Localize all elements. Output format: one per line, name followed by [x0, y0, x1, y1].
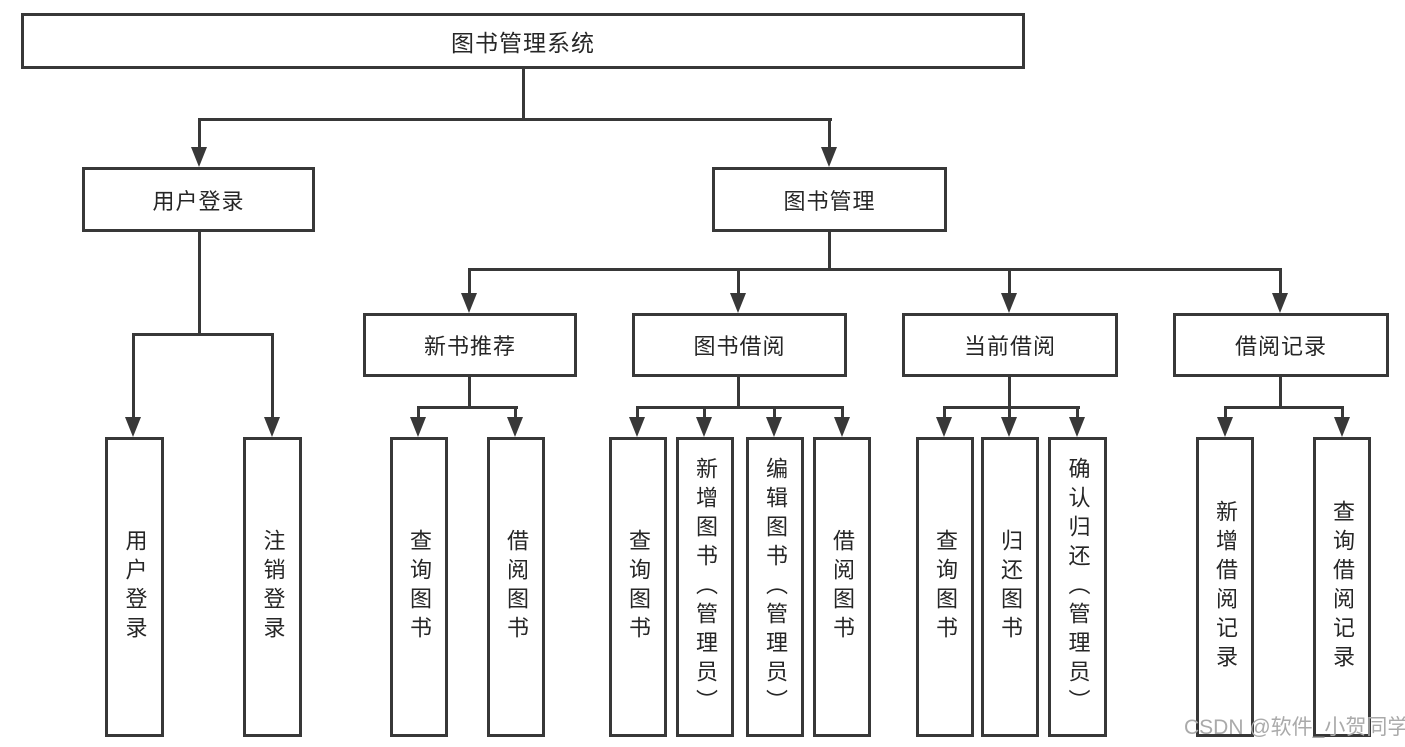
- arrowhead-down: [1334, 417, 1350, 437]
- arrowhead-down: [410, 417, 426, 437]
- connector-line: [468, 268, 471, 298]
- arrowhead-down: [507, 417, 523, 437]
- arrowhead-down: [629, 417, 645, 437]
- node-book-management: 图书管理: [712, 167, 947, 232]
- node-label: 用户登录: [152, 188, 245, 214]
- arrowhead-down: [766, 417, 782, 437]
- arrowhead-down: [696, 417, 712, 437]
- connector-line: [1224, 406, 1227, 421]
- node-label: 图书管理: [783, 188, 876, 214]
- leaf-label: 借阅图书: [830, 529, 855, 645]
- leaf-borrow-edit-books-admin: 编辑图书（管理员）: [746, 437, 804, 737]
- connector-line: [636, 406, 639, 421]
- connector-line: [737, 377, 740, 409]
- leaf-borrow-add-books-admin: 新增图书（管理员）: [676, 437, 734, 737]
- arrowhead-down: [1001, 293, 1017, 313]
- connector-line: [773, 406, 776, 421]
- connector-line: [1008, 268, 1011, 298]
- leaf-label: 确认归还（管理员）: [1065, 456, 1091, 718]
- csdn-watermark: CSDN @软件_小贺同学: [1184, 716, 1405, 739]
- leaf-current-confirm-return-admin: 确认归还（管理员）: [1048, 437, 1107, 737]
- node-label: 图书借阅: [693, 334, 786, 359]
- connector-line: [198, 118, 201, 151]
- arrowhead-down: [1272, 293, 1288, 313]
- connector-line: [198, 232, 201, 336]
- leaf-label: 查询借阅记录: [1330, 500, 1355, 674]
- node-current-borrow: 当前借阅: [902, 313, 1118, 377]
- leaf-records-add-record: 新增借阅记录: [1196, 437, 1254, 737]
- leaf-borrow-query-books: 查询图书: [609, 437, 667, 737]
- node-label: 借阅记录: [1234, 334, 1327, 359]
- connector-line: [1076, 406, 1079, 421]
- arrowhead-down: [264, 417, 280, 437]
- arrowhead-down: [1069, 417, 1085, 437]
- connector-line: [1341, 406, 1344, 421]
- node-book-borrow: 图书借阅: [632, 313, 847, 377]
- arrowhead-down: [461, 293, 477, 313]
- connector-line: [636, 406, 844, 409]
- node-user-login: 用户登录: [82, 167, 315, 232]
- connector-line: [1224, 406, 1344, 409]
- leaf-label: 查询图书: [407, 529, 432, 645]
- leaf-label: 查询图书: [626, 529, 651, 645]
- connector-line: [943, 406, 1080, 409]
- node-borrow-records: 借阅记录: [1173, 313, 1389, 377]
- node-label: 图书管理系统: [451, 30, 595, 56]
- leaf-current-query-books: 查询图书: [916, 437, 974, 737]
- leaf-label: 用户登录: [122, 529, 148, 645]
- leaf-borrow-borrow-books: 借阅图书: [813, 437, 871, 737]
- connector-line: [417, 406, 420, 421]
- connector-line: [703, 406, 706, 421]
- leaf-records-query-record: 查询借阅记录: [1313, 437, 1371, 737]
- connector-line: [417, 406, 518, 409]
- connector-line: [132, 333, 273, 336]
- arrowhead-down: [834, 417, 850, 437]
- leaf-label: 借阅图书: [504, 529, 529, 645]
- arrowhead-down: [936, 417, 952, 437]
- leaf-current-return-books: 归还图书: [981, 437, 1039, 737]
- arrowhead-down: [821, 147, 837, 167]
- node-library-management-system: 图书管理系统: [21, 13, 1025, 69]
- leaf-label: 归还图书: [998, 529, 1023, 645]
- arrowhead-down: [191, 147, 207, 167]
- leaf-user-login: 用户登录: [105, 437, 164, 737]
- leaf-label: 新增借阅记录: [1213, 500, 1238, 674]
- arrowhead-down: [125, 417, 141, 437]
- connector-line: [828, 118, 831, 151]
- connector-line: [737, 268, 740, 298]
- node-label: 当前借阅: [963, 334, 1056, 359]
- leaf-logout: 注销登录: [243, 437, 302, 737]
- connector-line: [198, 118, 832, 121]
- leaf-recommend-borrow-books: 借阅图书: [487, 437, 545, 737]
- connector-line: [514, 406, 517, 421]
- leaf-recommend-query-books: 查询图书: [390, 437, 448, 737]
- node-new-book-recommend: 新书推荐: [363, 313, 577, 377]
- connector-line: [271, 333, 274, 421]
- connector-line: [522, 69, 525, 120]
- arrowhead-down: [730, 293, 746, 313]
- connector-line: [828, 232, 831, 271]
- connector-line: [1008, 377, 1011, 409]
- connector-line: [468, 377, 471, 409]
- connector-line: [943, 406, 946, 421]
- connector-line: [1279, 377, 1282, 409]
- connector-line: [1008, 406, 1011, 421]
- connector-line: [841, 406, 844, 421]
- connector-line: [468, 268, 1282, 271]
- leaf-label: 注销登录: [260, 529, 286, 645]
- connector-line: [132, 333, 135, 421]
- node-label: 新书推荐: [423, 334, 516, 359]
- arrowhead-down: [1001, 417, 1017, 437]
- leaf-label: 新增图书（管理员）: [693, 456, 718, 718]
- arrowhead-down: [1217, 417, 1233, 437]
- leaf-label: 编辑图书（管理员）: [763, 456, 788, 718]
- connector-line: [1279, 268, 1282, 298]
- leaf-label: 查询图书: [933, 529, 958, 645]
